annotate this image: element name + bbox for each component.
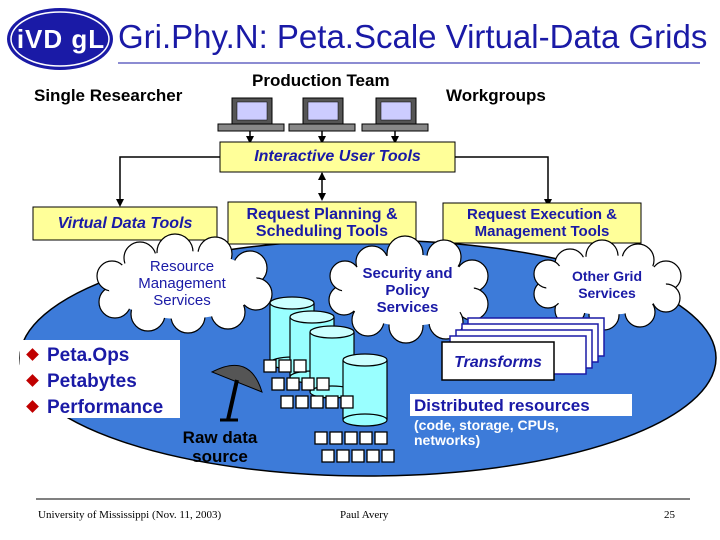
bullet-petabytes: Petabytes: [26, 371, 137, 393]
resource-management-line-1: Resource: [149, 258, 215, 275]
request-execution-box: [442, 202, 642, 244]
other-grid-label: Other Grid Services: [552, 268, 662, 302]
page-title: Gri.Phy.N: Peta.Scale Virtual-Data Grids: [118, 18, 708, 55]
request-execution-line-1: Request Execution &: [466, 206, 618, 223]
security-policy-line-2: Policy: [385, 282, 430, 299]
logo-text: iVD gL: [16, 24, 106, 54]
transforms-stack: [441, 317, 605, 381]
cylinder-4: [342, 353, 388, 427]
distributed-resources-box: [410, 394, 632, 416]
satellite-dish-icon: [210, 364, 263, 422]
security-policy-line-3: Services: [376, 299, 439, 316]
request-planning-box: [227, 201, 417, 245]
workgroups-label: Workgroups: [446, 86, 546, 105]
resource-management-label: Resource Management Services: [112, 258, 252, 309]
workstation-1: [217, 97, 285, 132]
page-number: 25: [664, 509, 675, 521]
raw-data-line-1: Raw data: [182, 428, 258, 447]
footer-left: University of Mississippi (Nov. 11, 2003…: [38, 509, 222, 521]
raw-data-line-2: source: [192, 447, 248, 466]
other-grid-line-1: Other Grid: [571, 268, 642, 284]
request-planning-line-1: Request Planning &: [246, 206, 398, 223]
distributed-resources-heading: Distributed resources: [414, 396, 590, 415]
security-policy-label: Security and Policy Services: [345, 265, 470, 316]
single-researcher-label: Single Researcher: [34, 86, 183, 105]
cpu-row-1: [263, 359, 307, 373]
production-team-label: Production Team: [252, 71, 390, 90]
transforms-label: Transforms: [454, 354, 542, 371]
distributed-detail-line-2: networks): [414, 432, 481, 448]
cpu-row-4: [314, 431, 388, 445]
bullets-box: [20, 340, 180, 418]
diamond-bullet-icon: [26, 374, 39, 387]
request-execution-label: Request Execution & Management Tools: [443, 206, 641, 240]
request-execution-line-2: Management Tools: [474, 223, 610, 240]
request-planning-line-2: Scheduling Tools: [255, 223, 389, 240]
diamond-bullet-icon: [26, 348, 39, 361]
workstation-3: [361, 97, 429, 132]
cpu-grid: [263, 359, 395, 463]
resource-management-line-3: Services: [153, 292, 211, 309]
bullet-petaops: Peta.Ops: [26, 345, 129, 367]
raw-data-source-label: Raw data source: [160, 428, 280, 466]
resource-management-cloud: [96, 233, 273, 334]
distributed-resources-detail: (code, storage, CPUs, networks): [414, 418, 559, 448]
interactive-user-tools-label: Interactive User Tools: [254, 148, 421, 165]
cpu-row-3: [280, 395, 354, 409]
cpu-row-2: [271, 377, 330, 391]
virtual-data-tools-box: [32, 206, 218, 241]
virtual-data-tools-label: Virtual Data Tools: [57, 215, 193, 232]
distributed-detail-line-1: (code, storage, CPUs,: [414, 417, 559, 433]
request-planning-label: Request Planning & Scheduling Tools: [228, 206, 416, 240]
bullet-performance: Performance: [26, 397, 163, 419]
ivdgl-logo: [7, 8, 113, 70]
diamond-bullet-icon: [26, 400, 39, 413]
security-policy-line-1: Security and: [362, 265, 453, 282]
workstation-2: [288, 97, 356, 132]
resource-management-line-2: Management: [138, 275, 226, 292]
interactive-user-tools-box: [219, 141, 456, 173]
other-grid-line-2: Services: [578, 285, 636, 301]
cpu-row-5: [321, 449, 395, 463]
security-policy-cloud: [328, 235, 489, 344]
footer-author: Paul Avery: [340, 509, 389, 521]
